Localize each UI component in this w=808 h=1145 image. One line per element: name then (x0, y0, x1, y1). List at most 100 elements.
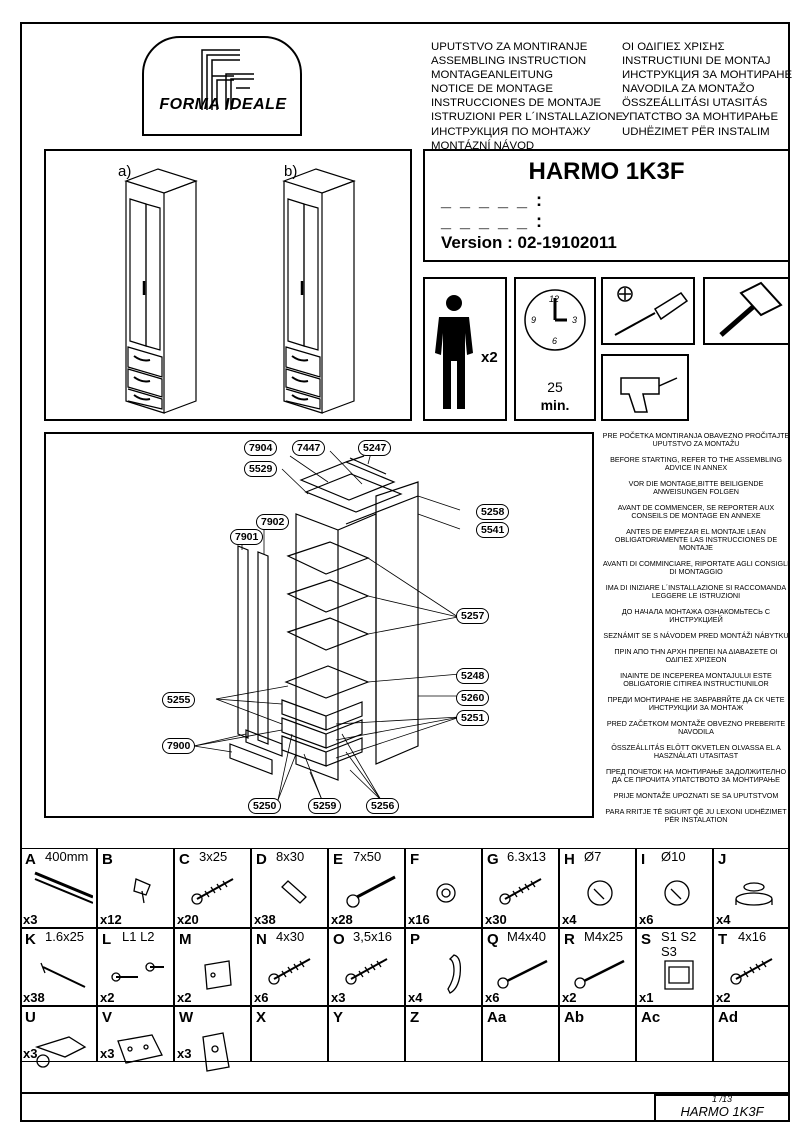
part-label-7900: 7900 (162, 738, 196, 754)
hammer-icon (719, 281, 783, 337)
warning-item: INAINTE DE INCEPEREA MONTAJULUI ESTE OBL… (620, 671, 772, 688)
warning-item: PARA RRITJE TË SIGURT QË JU LEXONI UDHËZ… (605, 807, 787, 824)
part-letter: C (179, 851, 190, 868)
page-frame (20, 22, 790, 1122)
dowel-icon (281, 880, 307, 904)
part-letter: A (25, 851, 36, 868)
page-info-box (654, 1094, 790, 1122)
blank-field-2: _ _ _ _ _ : (441, 211, 545, 231)
persons-required: x2 (423, 277, 507, 421)
instruction-title: INSTRUCCIONES DE MONTAJE (431, 97, 602, 110)
worker-icon (435, 295, 473, 409)
part-spec: M4x40 (507, 929, 547, 944)
part-letter: O (333, 931, 345, 948)
part-spec: 1.6x25 (45, 929, 85, 944)
product-views: a) b) (44, 149, 412, 421)
part-label-5259: 5259 (308, 798, 342, 814)
part-letter: R (564, 931, 575, 948)
screw-icon (268, 958, 311, 985)
warning-item: VOR DIE MONTAGE,BITTE BEILIGENDE ANWEISU… (628, 479, 764, 496)
part-label-5251: 5251 (456, 710, 490, 726)
instruction-title: ИНСТРУКЦИЯ ЗА МОНТИРАНЕ (622, 69, 793, 82)
warning-item: AVANT DE COMMENCER, SE REPORTER AUX CONS… (617, 503, 775, 520)
warning-item: PRE POČETKA MONTIRANJA OBAVEZNO PROČITAJ… (602, 431, 790, 448)
part-quantity: x4 (408, 990, 423, 1005)
logo-text: FORMA IDEALE (159, 96, 287, 113)
part-label-5257: 5257 (456, 608, 490, 624)
part-spec: S1 S2 S3 (661, 929, 697, 959)
part-label-5250: 5250 (248, 798, 282, 814)
part-letter: P (410, 931, 421, 948)
warning-item: AVANTI DI COMMINCIARE, RIPORTATE AGLI CO… (602, 559, 790, 576)
exploded-view: 7904 7447 5247 5529 5258 5541 7902 7901 … (44, 432, 594, 818)
screw-icon (499, 878, 542, 905)
screwdriver-icon (614, 286, 689, 336)
part-cell-aa: Aa (482, 1006, 559, 1062)
part-spec: 6.3x13 (507, 849, 547, 864)
drill-icon (620, 377, 678, 413)
part-spec: L1 L2 (122, 929, 155, 944)
part-letter: Y (333, 1009, 344, 1026)
part-quantity: x3 (100, 1046, 115, 1061)
part-letter: Ab (564, 1009, 584, 1026)
drill-tool (601, 354, 689, 421)
footer-product-name: HARMO 1K3F (680, 1104, 764, 1119)
part-quantity: x6 (254, 990, 269, 1005)
instruction-title: MONTÁZNÍ NÁVOD (431, 139, 535, 152)
instruction-title: UPUTSTVO ZA MONTIRANJE (431, 41, 588, 53)
logo-mark-icon (201, 49, 254, 110)
part-letter: Ac (641, 1009, 661, 1026)
part-cell-o: O 3,5x16 x3 (328, 928, 405, 1006)
part-label-5256: 5256 (366, 798, 400, 814)
confirmat-screw-icon (346, 875, 396, 908)
part-letter: H (564, 851, 575, 868)
part-quantity: x30 (485, 912, 507, 927)
part-label-7901: 7901 (230, 529, 264, 545)
blank-field-1: _ _ _ _ _ : (441, 190, 545, 210)
part-quantity: x38 (23, 990, 45, 1005)
clock-icon: 12 3 6 9 (524, 289, 586, 351)
screw-icon (191, 878, 234, 905)
part-spec: Ø7 (584, 849, 602, 864)
phillips-screwdriver-tool (601, 277, 695, 345)
part-quantity: x2 (100, 990, 115, 1005)
part-label-5248: 5248 (456, 668, 490, 684)
part-letter: N (256, 931, 267, 948)
warning-item: ПРЕДИ МОНТИРАНЕ НЕ ЗАБРАВЯЙТЕ ДА СК ЧЕТЕ… (607, 695, 785, 712)
part-letter: I (641, 851, 646, 868)
warning-item: ΠΡΙΝ ΑΠΟ ΤΗΝ ΑΡΧΗ ΠΡΕΠΕΙ ΝΑ ΔΙΑΒΑΣΕΤΕ ΟΙ… (614, 647, 778, 664)
machine-screw-icon (574, 959, 625, 989)
variant-b-label: b) (284, 163, 298, 180)
part-spec: 3,5x16 (353, 929, 393, 944)
part-letter: D (256, 851, 267, 868)
time-unit: min. (540, 397, 570, 413)
part-label-5255: 5255 (162, 692, 196, 708)
hinge-icon (34, 1036, 87, 1068)
part-letter: L (102, 931, 112, 948)
part-cell-y: Y (328, 1006, 405, 1062)
part-spec: 4x16 (738, 929, 767, 944)
part-cell-z: Z (405, 1006, 482, 1062)
clock-12: 12 (549, 294, 559, 304)
version-label: Version : 02-19102011 (441, 233, 617, 252)
part-letter: W (179, 1009, 194, 1026)
part-letter: E (333, 851, 344, 868)
part-spec: 400mm (45, 849, 89, 864)
part-quantity: x1 (639, 990, 654, 1005)
instruction-title: ИНСТРУКЦИЯ ПО МОНТАЖУ (431, 125, 591, 138)
part-quantity: x3 (331, 990, 346, 1005)
